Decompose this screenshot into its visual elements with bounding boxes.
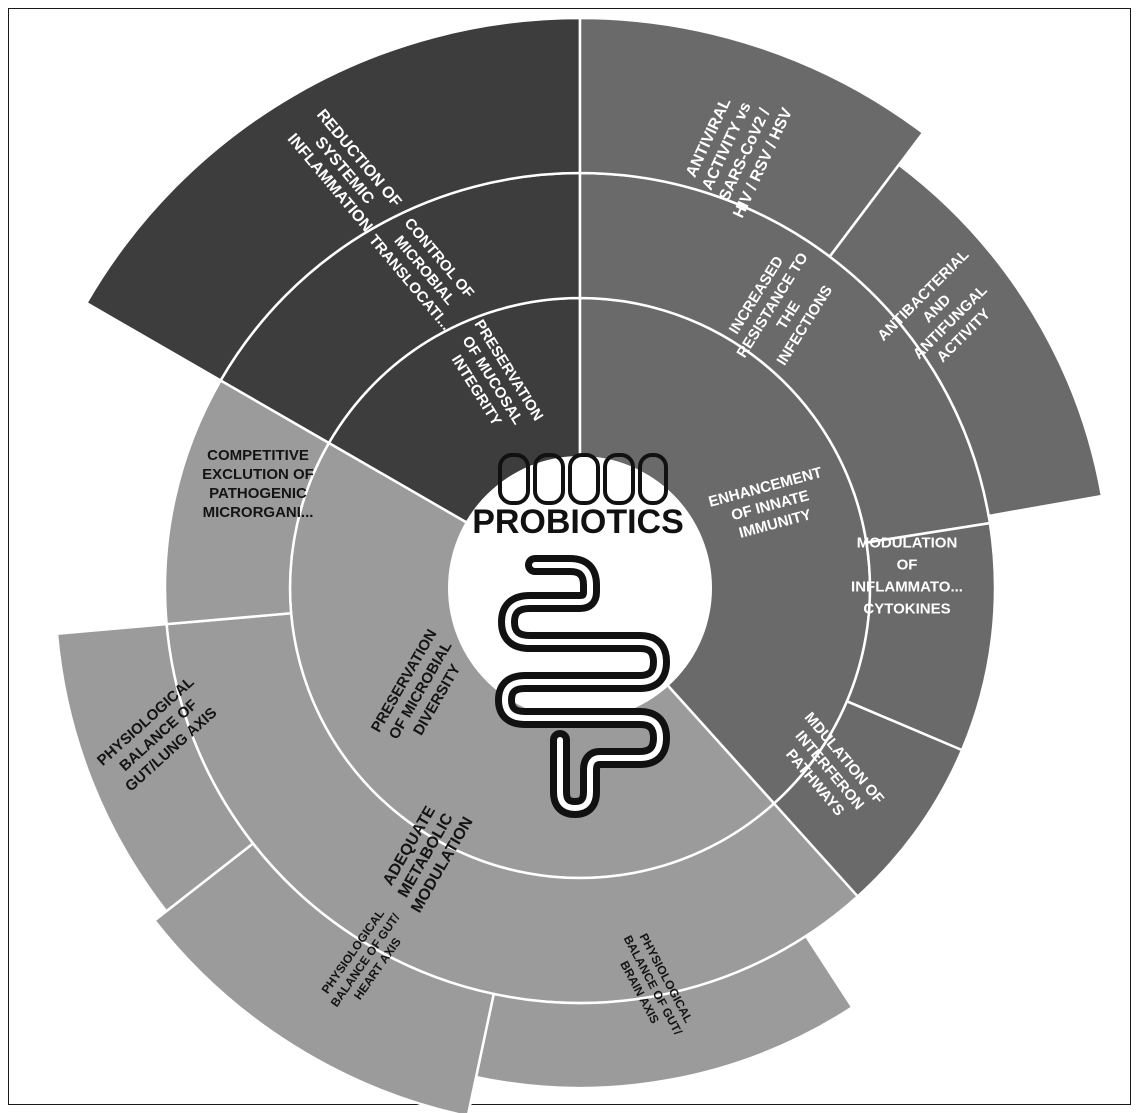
segment-reduction-of-systemic-inflammation [84, 16, 582, 383]
label-line: MODULATION [857, 534, 958, 551]
label-line: MICRORGANI... [203, 504, 314, 521]
bacterium-capsule [638, 453, 668, 505]
intestine-icon [495, 555, 670, 818]
label-line: CYTOKINES [863, 600, 950, 617]
label-line: OF [897, 556, 918, 573]
center-title: PROBIOTICS [472, 503, 684, 541]
sunburst-segments [55, 16, 1104, 1113]
segment-antibacterial-antifungal [828, 162, 1104, 518]
label-modulation-of-cytokines: MODULATION OF INFLAMMATO... CYTOKINES [851, 534, 963, 617]
bacteria-icon [498, 453, 668, 505]
label-line: EXCLUTION OF [202, 466, 314, 483]
bacterium-capsule [533, 453, 565, 505]
segment-gut-lung-axis [55, 622, 255, 913]
segment-competitive-exclusion [163, 378, 331, 626]
label-line: INFLAMMATO... [851, 578, 963, 595]
intestine-lumen [502, 562, 663, 811]
bacterium-capsule [568, 453, 600, 505]
bacterium-capsule [603, 453, 635, 505]
label-competitive-exclusion: COMPETITIVE EXCLUTION OF PATHOGENIC MICRORG… [202, 447, 314, 521]
label-line: PATHOGENIC [209, 485, 307, 502]
center-disc-group: PROBIOTICS [448, 453, 712, 818]
segment-antiviral-activity [578, 16, 925, 259]
label-line: COMPETITIVE [207, 447, 309, 464]
bacterium-capsule [498, 453, 530, 505]
segment-gut-heart-axis [152, 841, 496, 1113]
